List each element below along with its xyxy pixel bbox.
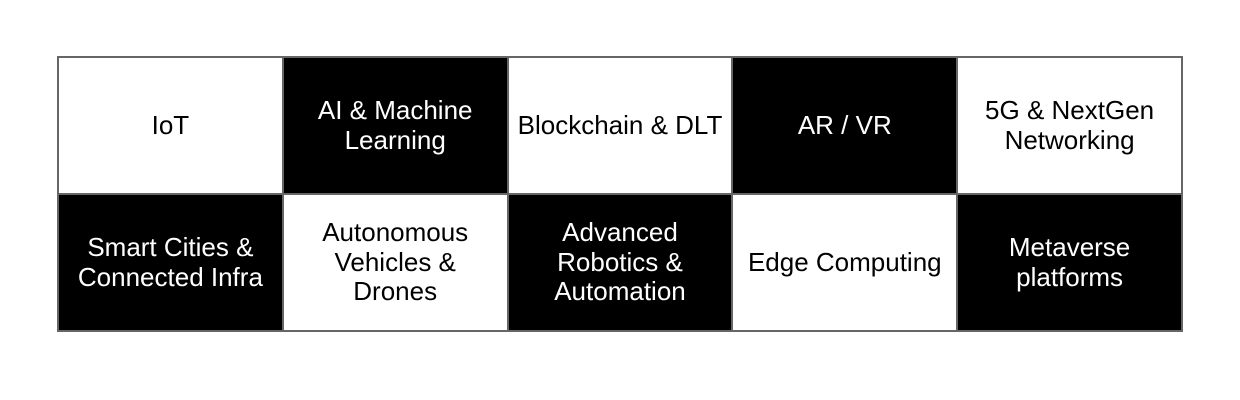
cell-label: Advanced Robotics & Automation [554,216,686,307]
cell-label: AI & Machine Learning [317,94,473,155]
cell-blockchain-dlt: Blockchain & DLT [507,57,733,194]
tech-grid-table: IoT AI & Machine Learning Blockchain & D… [57,56,1183,332]
cell-metaverse-platforms: Metaverse platforms [957,194,1182,331]
cell-label: 5G & NextGen Networking [985,94,1155,155]
cell-advanced-robotics-automation: Advanced Robotics & Automation [507,194,733,331]
cell-label: IoT [151,109,190,140]
cell-5g-nextgen-networking: 5G & NextGen Networking [957,57,1182,194]
cell-label: Metaverse platforms [1008,231,1131,292]
cell-smart-cities-connected-infra: Smart Cities & Connected Infra [58,194,283,331]
cell-label: Edge Computing [747,246,942,277]
cell-autonomous-vehicles-drones: Autonomous Vehicles & Drones [282,194,508,331]
cell-ar-vr: AR / VR [732,57,958,194]
cell-iot: IoT [58,57,283,194]
cell-ai-machine-learning: AI & Machine Learning [282,57,508,194]
cell-label: AR / VR [797,109,892,140]
cell-label: Autonomous Vehicles & Drones [322,216,469,307]
cell-label: Smart Cities & Connected Infra [77,231,263,292]
cell-label: Blockchain & DLT [517,109,723,140]
cell-edge-computing: Edge Computing [732,194,958,331]
